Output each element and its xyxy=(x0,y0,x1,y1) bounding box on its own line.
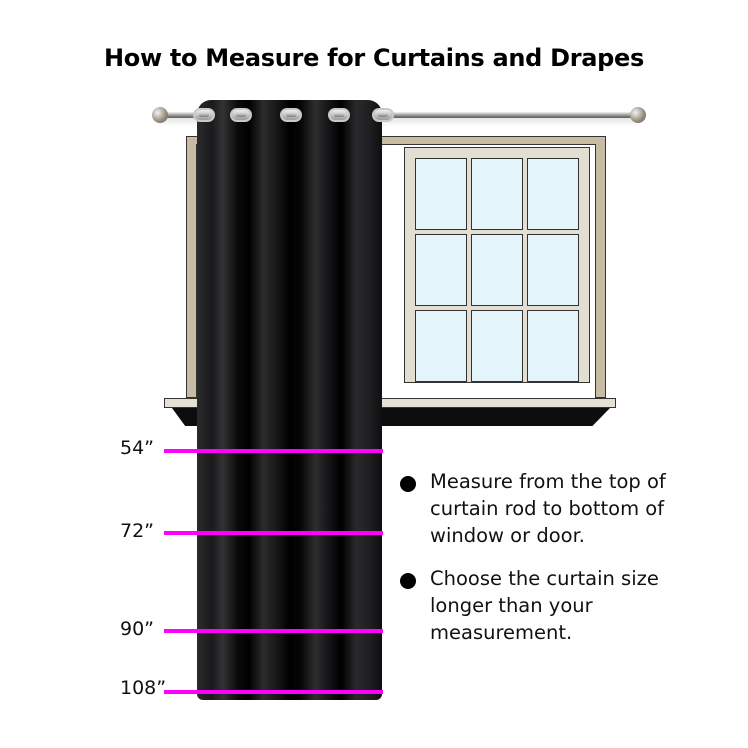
measurement-label-54: 54” xyxy=(120,437,155,459)
grommet-icon xyxy=(328,108,350,122)
measurement-label-108: 108” xyxy=(120,677,167,699)
measurement-label-72: 72” xyxy=(120,520,155,542)
page-title: How to Measure for Curtains and Drapes xyxy=(103,44,644,72)
window-pane xyxy=(415,234,467,306)
instruction-item: Choose the curtain size longer than your… xyxy=(400,565,720,646)
window-pane xyxy=(415,158,467,230)
grommet-icon xyxy=(372,108,394,122)
grommet-icon xyxy=(280,108,302,122)
instruction-item: Measure from the top of curtain rod to b… xyxy=(400,468,720,549)
window-pane xyxy=(471,158,523,230)
window-pane xyxy=(527,158,579,230)
measurement-line-54 xyxy=(164,449,383,453)
grommet-icon xyxy=(193,108,215,122)
window-pane xyxy=(527,310,579,382)
rod-finial-right-icon xyxy=(630,107,646,123)
window-sill xyxy=(164,398,616,408)
rod-finial-left-icon xyxy=(152,107,168,123)
instruction-text: Measure from the top of curtain rod to b… xyxy=(430,470,666,547)
curtain-rod xyxy=(158,112,638,118)
measurement-line-90 xyxy=(164,629,383,633)
curtain-panel xyxy=(197,100,382,700)
window-sash xyxy=(404,147,590,383)
measurement-line-108 xyxy=(164,690,383,694)
grommet-icon xyxy=(230,108,252,122)
window-pane xyxy=(471,234,523,306)
window-pane xyxy=(527,234,579,306)
measurement-line-72 xyxy=(164,531,383,535)
bullet-icon xyxy=(400,573,416,589)
measurement-label-90: 90” xyxy=(120,618,155,640)
instruction-text: Choose the curtain size longer than your… xyxy=(430,567,659,644)
instruction-list: Measure from the top of curtain rod to b… xyxy=(400,468,720,662)
window-pane xyxy=(471,310,523,382)
window-pane xyxy=(415,310,467,382)
bullet-icon xyxy=(400,476,416,492)
